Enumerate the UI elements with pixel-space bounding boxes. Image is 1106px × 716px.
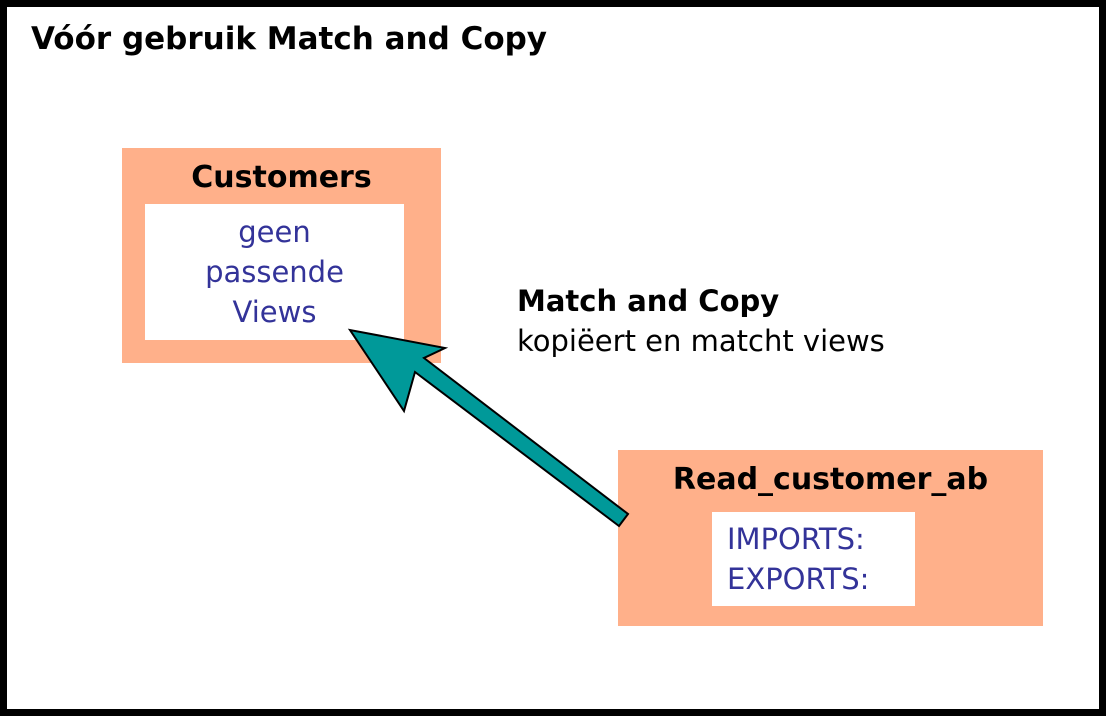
match-and-copy-description: kopiëert en matcht views xyxy=(517,324,885,358)
customers-box: Customers geen passende Views xyxy=(122,148,441,363)
slide-title: Vóór gebruik Match and Copy xyxy=(31,21,548,57)
read-customer-box: Read_customer_ab IMPORTS: EXPORTS: xyxy=(618,450,1043,626)
match-and-copy-label: Match and Copy kopiëert en matcht views xyxy=(517,281,885,361)
arrow-shape xyxy=(347,328,630,528)
customers-line-3: Views xyxy=(232,295,317,329)
imports-label: IMPORTS: xyxy=(727,522,865,556)
customers-views-panel: geen passende Views xyxy=(145,204,404,340)
customers-line-1: geen xyxy=(238,215,311,249)
match-copy-arrow xyxy=(347,328,630,528)
read-customer-heading: Read_customer_ab xyxy=(672,462,989,497)
read-customer-views-panel: IMPORTS: EXPORTS: xyxy=(712,512,915,606)
customers-heading: Customers xyxy=(191,160,372,195)
exports-label: EXPORTS: xyxy=(727,562,870,596)
customers-line-2: passende xyxy=(205,255,344,289)
match-and-copy-title: Match and Copy xyxy=(517,284,780,318)
